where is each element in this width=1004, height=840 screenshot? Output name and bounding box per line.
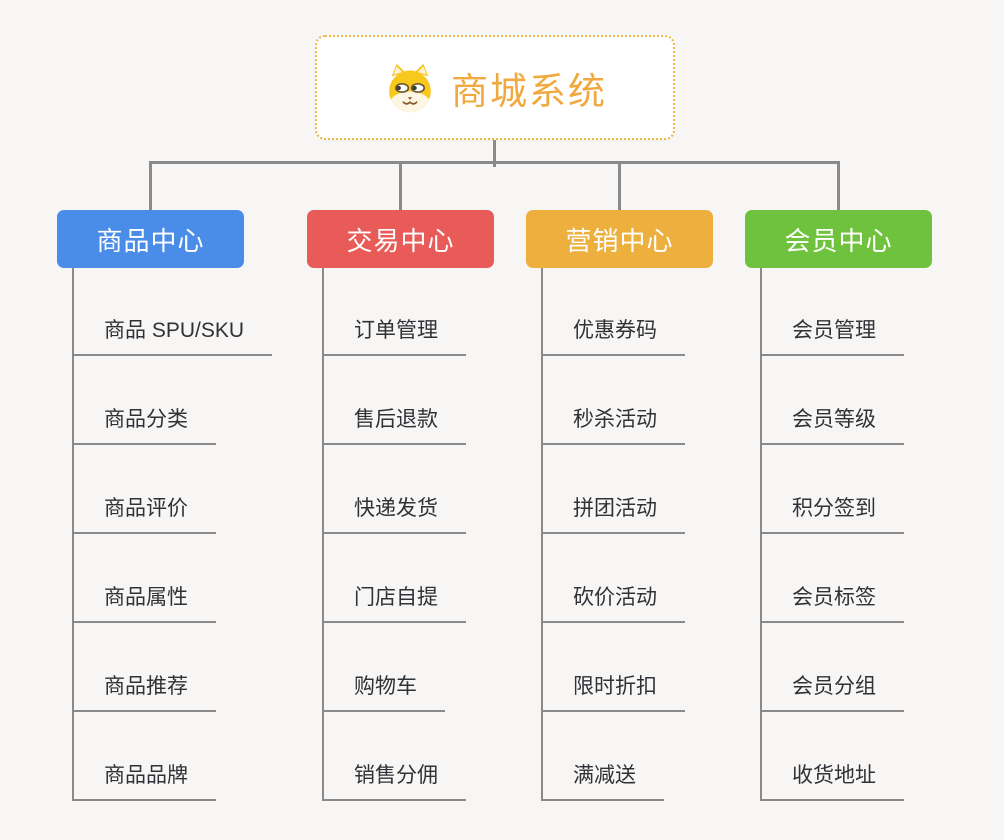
leaf-node[interactable]: 砍价活动 [541, 583, 685, 623]
leaf-node[interactable]: 商品品牌 [72, 761, 216, 801]
leaf-node[interactable]: 会员分组 [760, 672, 904, 712]
root-title: 商城系统 [451, 70, 607, 112]
branch-drop-line [618, 161, 621, 210]
branch-header-product-center[interactable]: 商品中心 [57, 210, 244, 268]
root-stem-line [493, 140, 496, 167]
leaf-node[interactable]: 限时折扣 [541, 672, 685, 712]
trunk-line [149, 161, 840, 164]
branch-drop-line [837, 161, 840, 210]
branch-stem-line [322, 268, 324, 801]
branch-drop-line [399, 161, 402, 210]
leaf-node[interactable]: 商品分类 [72, 405, 216, 445]
branch-stem-line [72, 268, 74, 801]
dog-face-icon [389, 63, 431, 112]
leaf-node[interactable]: 商品属性 [72, 583, 216, 623]
leaf-node[interactable]: 积分签到 [760, 494, 904, 534]
leaf-node[interactable]: 快递发货 [322, 494, 466, 534]
leaf-node[interactable]: 会员标签 [760, 583, 904, 623]
branch-header-member-center[interactable]: 会员中心 [745, 210, 932, 268]
leaf-node[interactable]: 购物车 [322, 672, 445, 712]
branch-stem-line [760, 268, 762, 801]
branch-header-label: 会员中心 [784, 225, 893, 256]
leaf-node[interactable]: 优惠券码 [541, 316, 685, 356]
leaf-node[interactable]: 订单管理 [322, 316, 466, 356]
root-node[interactable]: 商城系统 [315, 35, 675, 140]
leaf-node[interactable]: 秒杀活动 [541, 405, 685, 445]
leaf-node[interactable]: 会员管理 [760, 316, 904, 356]
leaf-node[interactable]: 满减送 [541, 761, 664, 801]
leaf-node[interactable]: 商品 SPU/SKU [72, 316, 273, 356]
branch-drop-line [149, 161, 152, 210]
leaf-node[interactable]: 售后退款 [322, 405, 466, 445]
leaf-node[interactable]: 门店自提 [322, 583, 466, 623]
leaf-node[interactable]: 收货地址 [760, 761, 904, 801]
branch-stem-line [541, 268, 543, 801]
branch-header-label: 营销中心 [565, 225, 674, 256]
branch-header-marketing-center[interactable]: 营销中心 [526, 210, 713, 268]
leaf-node[interactable]: 销售分佣 [322, 761, 466, 801]
branch-header-label: 交易中心 [346, 225, 455, 256]
leaf-node[interactable]: 商品推荐 [72, 672, 216, 712]
leaf-node[interactable]: 拼团活动 [541, 494, 685, 534]
leaf-node[interactable]: 会员等级 [760, 405, 904, 445]
branch-header-trade-center[interactable]: 交易中心 [307, 210, 494, 268]
branch-header-label: 商品中心 [96, 225, 205, 256]
leaf-node[interactable]: 商品评价 [72, 494, 216, 534]
